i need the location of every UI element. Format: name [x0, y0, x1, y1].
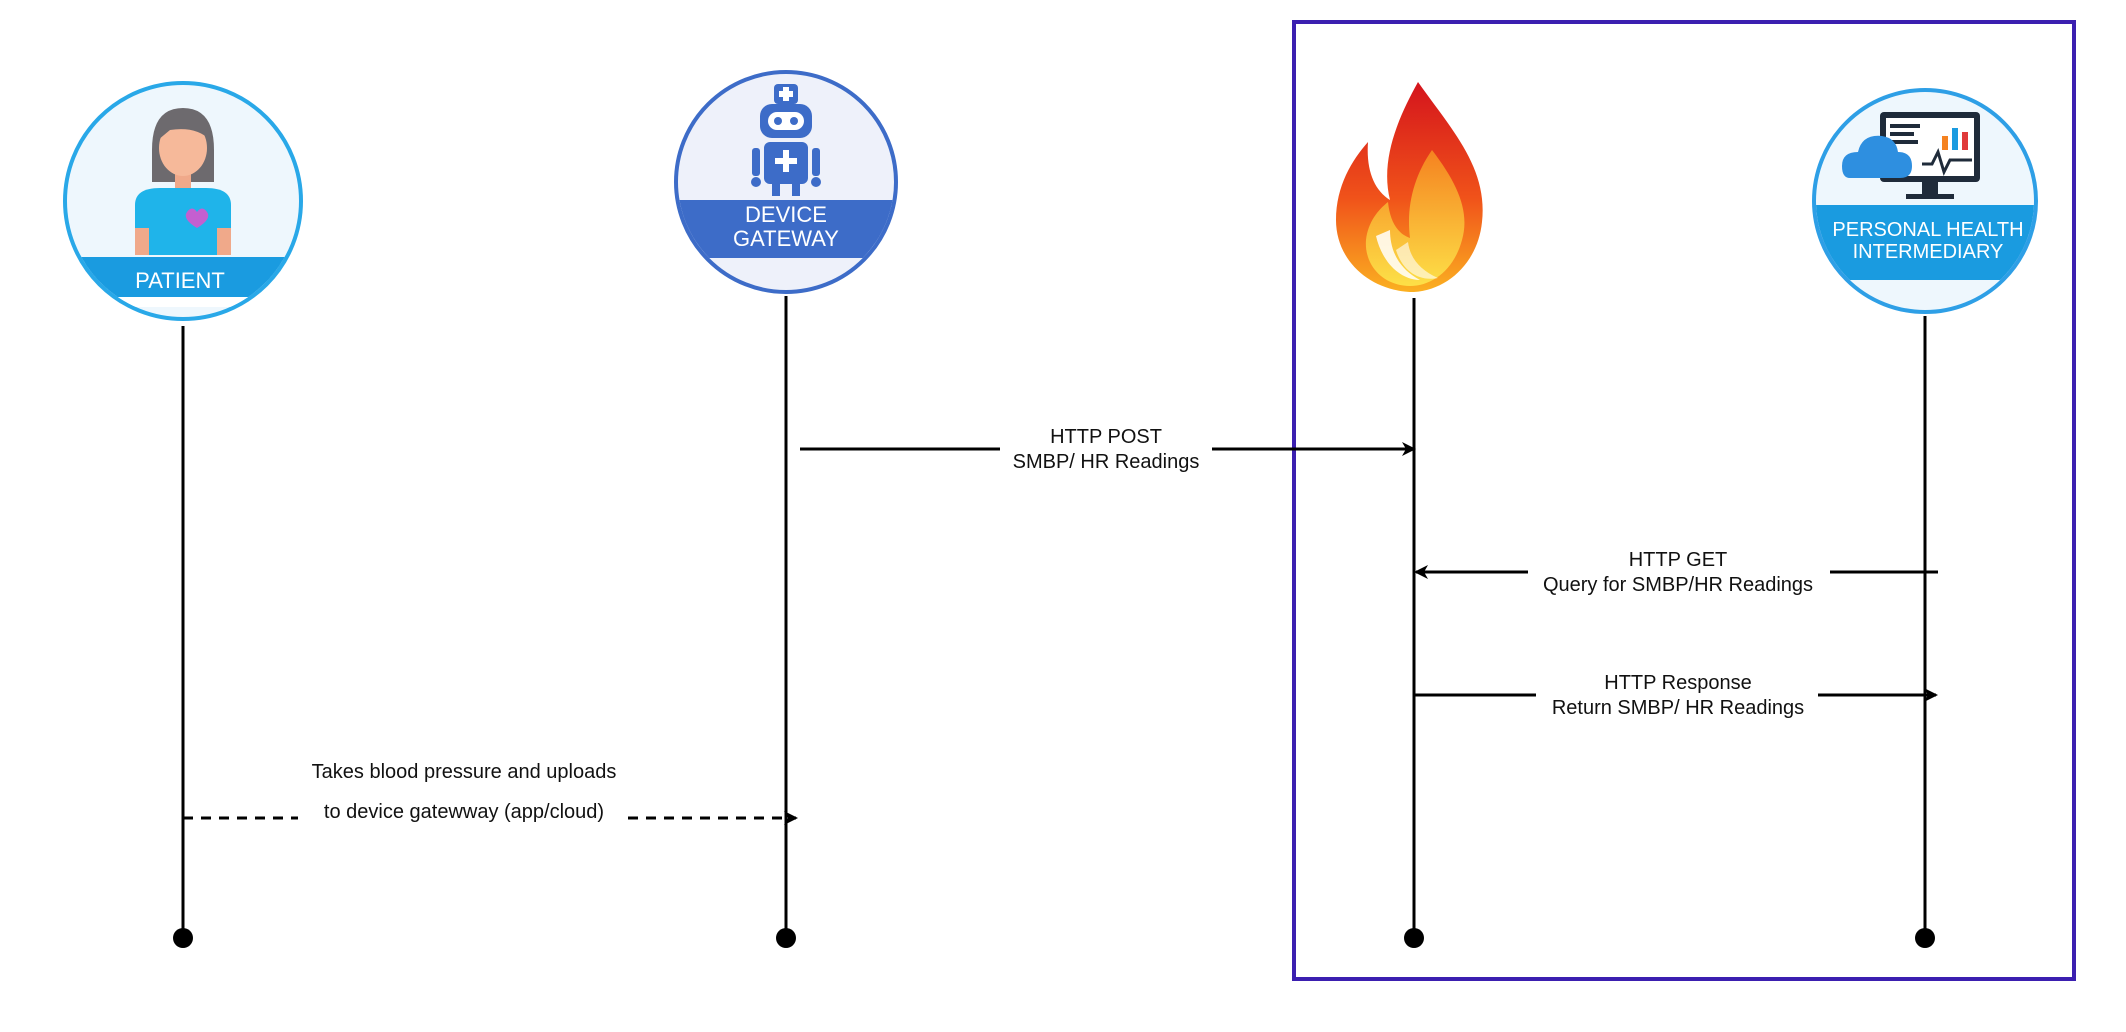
http-response-label-line1: HTTP Response	[1604, 672, 1751, 694]
http-get-label-line2: Query for SMBP/HR Readings	[1543, 574, 1813, 596]
phi-lifeline-end	[1915, 928, 1935, 948]
gateway-label-line2: GATEWAY	[733, 226, 839, 251]
patient-label: PATIENT	[135, 268, 225, 293]
http-post-label-line1: HTTP POST	[1050, 426, 1162, 448]
fhir-lifeline-end	[1404, 928, 1424, 948]
http-get-label-line1: HTTP GET	[1629, 549, 1728, 571]
lifelines	[173, 296, 1935, 948]
gateway-label-line1: DEVICE	[745, 202, 827, 227]
message-http-get: HTTP GET Query for SMBP/HR Readings	[1414, 549, 1938, 596]
robot-icon	[751, 84, 821, 196]
http-post-label-line2: SMBP/ HR Readings	[1013, 451, 1200, 473]
patient-icon	[135, 108, 231, 255]
patient-upload-label-line2: to device gatewway (app/cloud)	[324, 801, 604, 823]
message-http-response: HTTP Response Return SMBP/ HR Readings	[1414, 672, 1938, 719]
http-response-label-line2: Return SMBP/ HR Readings	[1552, 697, 1804, 719]
phi-label-line2: INTERMEDIARY	[1853, 241, 2004, 263]
phi-label-line1: PERSONAL HEALTH	[1832, 219, 2023, 241]
patient-actor: PATIENT	[63, 81, 303, 321]
system-boundary-box	[1292, 20, 2076, 981]
flame-icon	[1336, 82, 1483, 292]
fhir-server-actor	[1336, 82, 1483, 292]
patient-lifeline-end	[173, 928, 193, 948]
message-patient-upload: Takes blood pressure and uploads to devi…	[183, 761, 798, 825]
message-http-post: HTTP POST SMBP/ HR Readings	[800, 426, 1416, 473]
cloud-monitor-icon	[1842, 112, 1980, 199]
patient-upload-label-line1: Takes blood pressure and uploads	[312, 761, 617, 783]
gateway-lifeline-end	[776, 928, 796, 948]
device-gateway-actor: DEVICE GATEWAY	[674, 70, 898, 294]
phi-actor: PERSONAL HEALTH INTERMEDIARY	[1812, 88, 2038, 314]
